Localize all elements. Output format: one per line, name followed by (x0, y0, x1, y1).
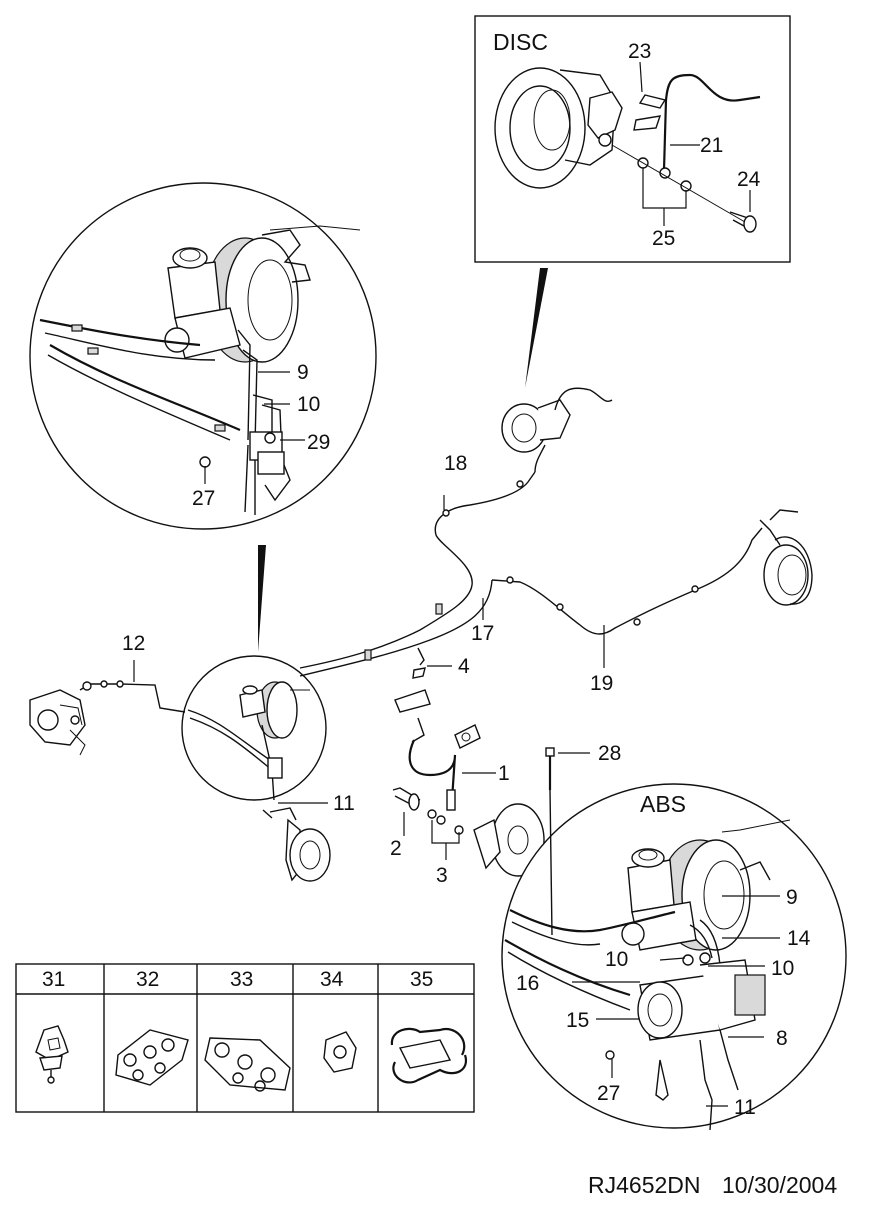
callout-10-top: 10 (297, 393, 320, 416)
clip-31-icon (35, 1025, 69, 1084)
disc-inset-title: DISC (493, 29, 548, 55)
callout-3: 3 (436, 864, 448, 887)
master-circle-pointer (258, 545, 266, 652)
disc-pointer (525, 268, 548, 388)
callout-11-abs: 11 (734, 1096, 756, 1119)
callout-10-abs-left: 10 (605, 948, 628, 971)
clip-32-icon (115, 1029, 189, 1086)
callout-16: 16 (516, 972, 539, 995)
callout-9-abs: 9 (786, 886, 798, 909)
callout-24: 24 (737, 168, 761, 191)
callout-23: 23 (628, 40, 651, 63)
table-header-35: 35 (410, 968, 433, 991)
callout-10-abs-right: 10 (771, 957, 794, 980)
table-header-31: 31 (42, 968, 65, 991)
disc-rotor-drawing (494, 67, 623, 189)
disc-brake-inset: DISC 23 21 24 25 (474, 15, 791, 263)
clip-33-icon (204, 1037, 291, 1092)
table-header-34: 34 (320, 968, 344, 991)
clip-parts-table: 31 32 33 34 35 (15, 963, 475, 1113)
abs-detail-circle: ABS 28 (501, 742, 847, 1131)
callout-18: 18 (444, 452, 467, 475)
clip-34-icon (323, 1031, 357, 1073)
main-brake-line-assembly: 12 18 17 19 4 1 11 2 3 (29, 387, 813, 887)
table-header-33: 33 (230, 968, 253, 991)
table-header-32: 32 (136, 968, 159, 991)
callout-25: 25 (652, 227, 675, 250)
drawing-date: 10/30/2004 (722, 1172, 837, 1198)
drawing-code: RJ4652DN (588, 1172, 701, 1198)
callout-27-abs: 27 (597, 1082, 620, 1105)
callout-15: 15 (566, 1009, 589, 1032)
callout-12: 12 (122, 632, 145, 655)
callout-11-main: 11 (333, 792, 355, 815)
master-cylinder-detail-circle: 9 10 29 27 (29, 182, 377, 530)
callout-21: 21 (700, 134, 723, 157)
callout-19: 19 (590, 672, 613, 695)
abs-inset-title: ABS (640, 791, 686, 817)
drawing-footer: RJ4652DN 10/30/2004 (588, 1172, 837, 1198)
clip-35-icon (390, 1027, 468, 1084)
callout-14: 14 (787, 927, 811, 950)
callout-28: 28 (598, 742, 621, 765)
callout-29: 29 (307, 431, 330, 454)
callout-27-top: 27 (192, 487, 215, 510)
callout-1: 1 (498, 762, 510, 785)
callout-4: 4 (458, 655, 470, 678)
callout-2: 2 (390, 837, 402, 860)
callout-9-top: 9 (297, 361, 309, 384)
callout-17: 17 (471, 622, 494, 645)
callout-8: 8 (776, 1027, 788, 1050)
